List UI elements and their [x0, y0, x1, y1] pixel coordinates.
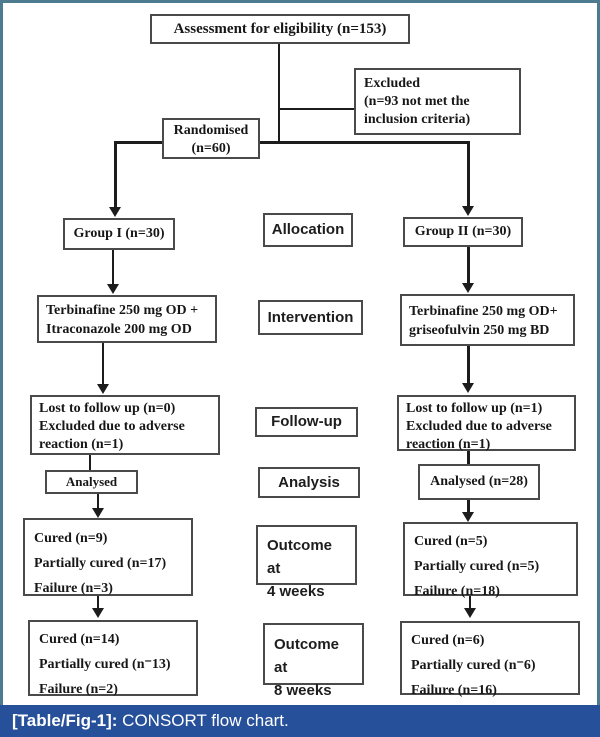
intervention-right-line2: griseofulvin 250 mg BD — [409, 323, 550, 338]
caption-bar: [Table/Fig-1]: CONSORT flow chart. — [0, 705, 600, 737]
outcome8-right-line1: Cured (n=6) — [411, 633, 485, 648]
outcome8-left-line1: Cured (n=14) — [39, 632, 120, 647]
intervention-right-line1: Terbinafine 250 mg OD+ — [409, 304, 558, 319]
outcome4-stage-box: Outcome at 4 weeks — [256, 525, 357, 600]
excluded-line3: inclusion criteria) — [364, 112, 471, 127]
connector-main-right — [260, 141, 470, 144]
connector-left-branch — [114, 141, 117, 208]
outcome4-left-box: Cured (n=9) Partially cured (n=17) Failu… — [23, 518, 193, 596]
intervention-stage-box: Intervention — [258, 300, 363, 335]
arrowhead-outcome8-right — [464, 608, 476, 618]
outcome8-label-line1: Outcome at — [274, 636, 340, 676]
connector-intervention-left-down — [102, 343, 104, 385]
followup-label: Follow-up — [271, 413, 342, 430]
outcome4-right-line2: Partially cured (n=5) — [414, 559, 540, 574]
outcome8-left-line3: Failure (n=2) — [39, 682, 118, 697]
outcome4-right-line1: Cured (n=5) — [414, 534, 488, 549]
intervention-left-line1: Terbinafine 250 mg OD + — [46, 303, 199, 318]
outcome8-right-box: Cured (n=6) Partially cured (n⁻6) Failur… — [400, 621, 580, 698]
group2-label: Group II (n=30) — [414, 224, 512, 239]
connector-to-excluded — [279, 108, 354, 110]
outcome4-left-line2: Partially cured (n=17) — [34, 556, 167, 571]
excluded-line1: Excluded — [364, 76, 421, 91]
outcome8-left-box: Cured (n=14) Partially cured (n⁻13) Fail… — [28, 620, 198, 697]
assessment-label: Assessment for eligibility (n=153) — [173, 21, 387, 37]
followup-left-box: Lost to follow up (n=0) Excluded due to … — [30, 395, 220, 455]
outcome8-label-line2: 8 weeks — [274, 682, 332, 699]
intervention-left-box: Terbinafine 250 mg OD + Itraconazole 200… — [37, 295, 217, 343]
analysis-label: Analysis — [278, 474, 340, 491]
arrowhead-intervention-right — [462, 283, 474, 293]
outcome8-stage-box: Outcome at 8 weeks — [263, 623, 364, 699]
analysed-right-label: Analysed (n=28) — [430, 474, 528, 489]
excluded-line2: (n=93 not met the — [364, 94, 470, 109]
connector-intervention-right-down — [467, 346, 470, 384]
connector-main-left — [114, 141, 162, 144]
outcome4-label-line1: Outcome at — [267, 537, 333, 577]
connector-analysed-right-down — [467, 500, 470, 513]
outcome4-right-line3: Failure (n=18) — [414, 584, 500, 599]
followup-right-line1: Lost to follow up (n=1) — [406, 401, 543, 416]
outcome4-left-line3: Failure (n=3) — [34, 581, 113, 596]
followup-left-line1: Lost to follow up (n=0) — [39, 401, 176, 416]
analysis-stage-box: Analysis — [258, 467, 360, 498]
group1-box: Group I (n=30) — [63, 218, 175, 250]
allocation-stage-box: Allocation — [263, 213, 353, 247]
arrowhead-outcome8-left — [92, 608, 104, 618]
intervention-left-line2: Itraconazole 200 mg OD — [46, 322, 192, 337]
followup-right-line2: Excluded due to adverse — [406, 419, 552, 434]
arrowhead-followup-right — [462, 383, 474, 393]
randomised-line1: Randomised — [173, 123, 249, 138]
analysed-left-label: Analysed — [65, 474, 118, 489]
followup-left-line3: reaction (n=1) — [39, 437, 124, 452]
arrowhead-group1 — [109, 207, 121, 217]
connector-analysed-left-down — [97, 493, 99, 509]
outcome8-left-line2: Partially cured (n⁻13) — [39, 657, 171, 672]
connector-assessment-down — [278, 44, 280, 143]
followup-right-line3: reaction (n=1) — [406, 437, 491, 452]
intervention-label: Intervention — [267, 309, 354, 326]
connector-followup-right-down — [467, 450, 470, 464]
connector-group2-down — [467, 247, 470, 284]
arrowhead-intervention-left — [107, 284, 119, 294]
arrowhead-followup-left — [97, 384, 109, 394]
randomised-box: Randomised (n=60) — [162, 118, 260, 159]
arrowhead-outcome4-left — [92, 508, 104, 518]
caption-text: CONSORT flow chart. — [117, 711, 289, 730]
assessment-box: Assessment for eligibility (n=153) — [150, 14, 410, 44]
analysed-right-box: Analysed (n=28) — [418, 464, 540, 500]
followup-left-line2: Excluded due to adverse — [39, 419, 185, 434]
connector-outcome4-left-down — [97, 596, 99, 609]
connector-followup-left-down — [89, 455, 91, 470]
analysed-left-box: Analysed — [45, 470, 138, 494]
group1-label: Group I (n=30) — [73, 226, 165, 241]
allocation-label: Allocation — [271, 221, 345, 238]
arrowhead-outcome4-right — [462, 512, 474, 522]
followup-right-box: Lost to follow up (n=1) Excluded due to … — [397, 395, 576, 452]
connector-group1-down — [112, 250, 114, 285]
followup-stage-box: Follow-up — [255, 407, 358, 437]
connector-outcome4-right-down — [469, 596, 471, 609]
outcome4-label-line2: 4 weeks — [267, 583, 325, 600]
arrowhead-group2 — [462, 206, 474, 216]
outcome4-right-box: Cured (n=5) Partially cured (n=5) Failur… — [403, 522, 578, 599]
randomised-line2: (n=60) — [191, 141, 231, 156]
caption-tag: [Table/Fig-1]: — [12, 711, 118, 730]
intervention-right-box: Terbinafine 250 mg OD+ griseofulvin 250 … — [400, 294, 575, 346]
connector-right-branch — [467, 141, 470, 207]
outcome8-right-line3: Failure (n=16) — [411, 683, 497, 698]
outcome4-left-line1: Cured (n=9) — [34, 531, 108, 546]
excluded-box: Excluded (n=93 not met the inclusion cri… — [354, 68, 521, 135]
group2-box: Group II (n=30) — [403, 217, 523, 247]
outcome8-right-line2: Partially cured (n⁻6) — [411, 658, 536, 673]
